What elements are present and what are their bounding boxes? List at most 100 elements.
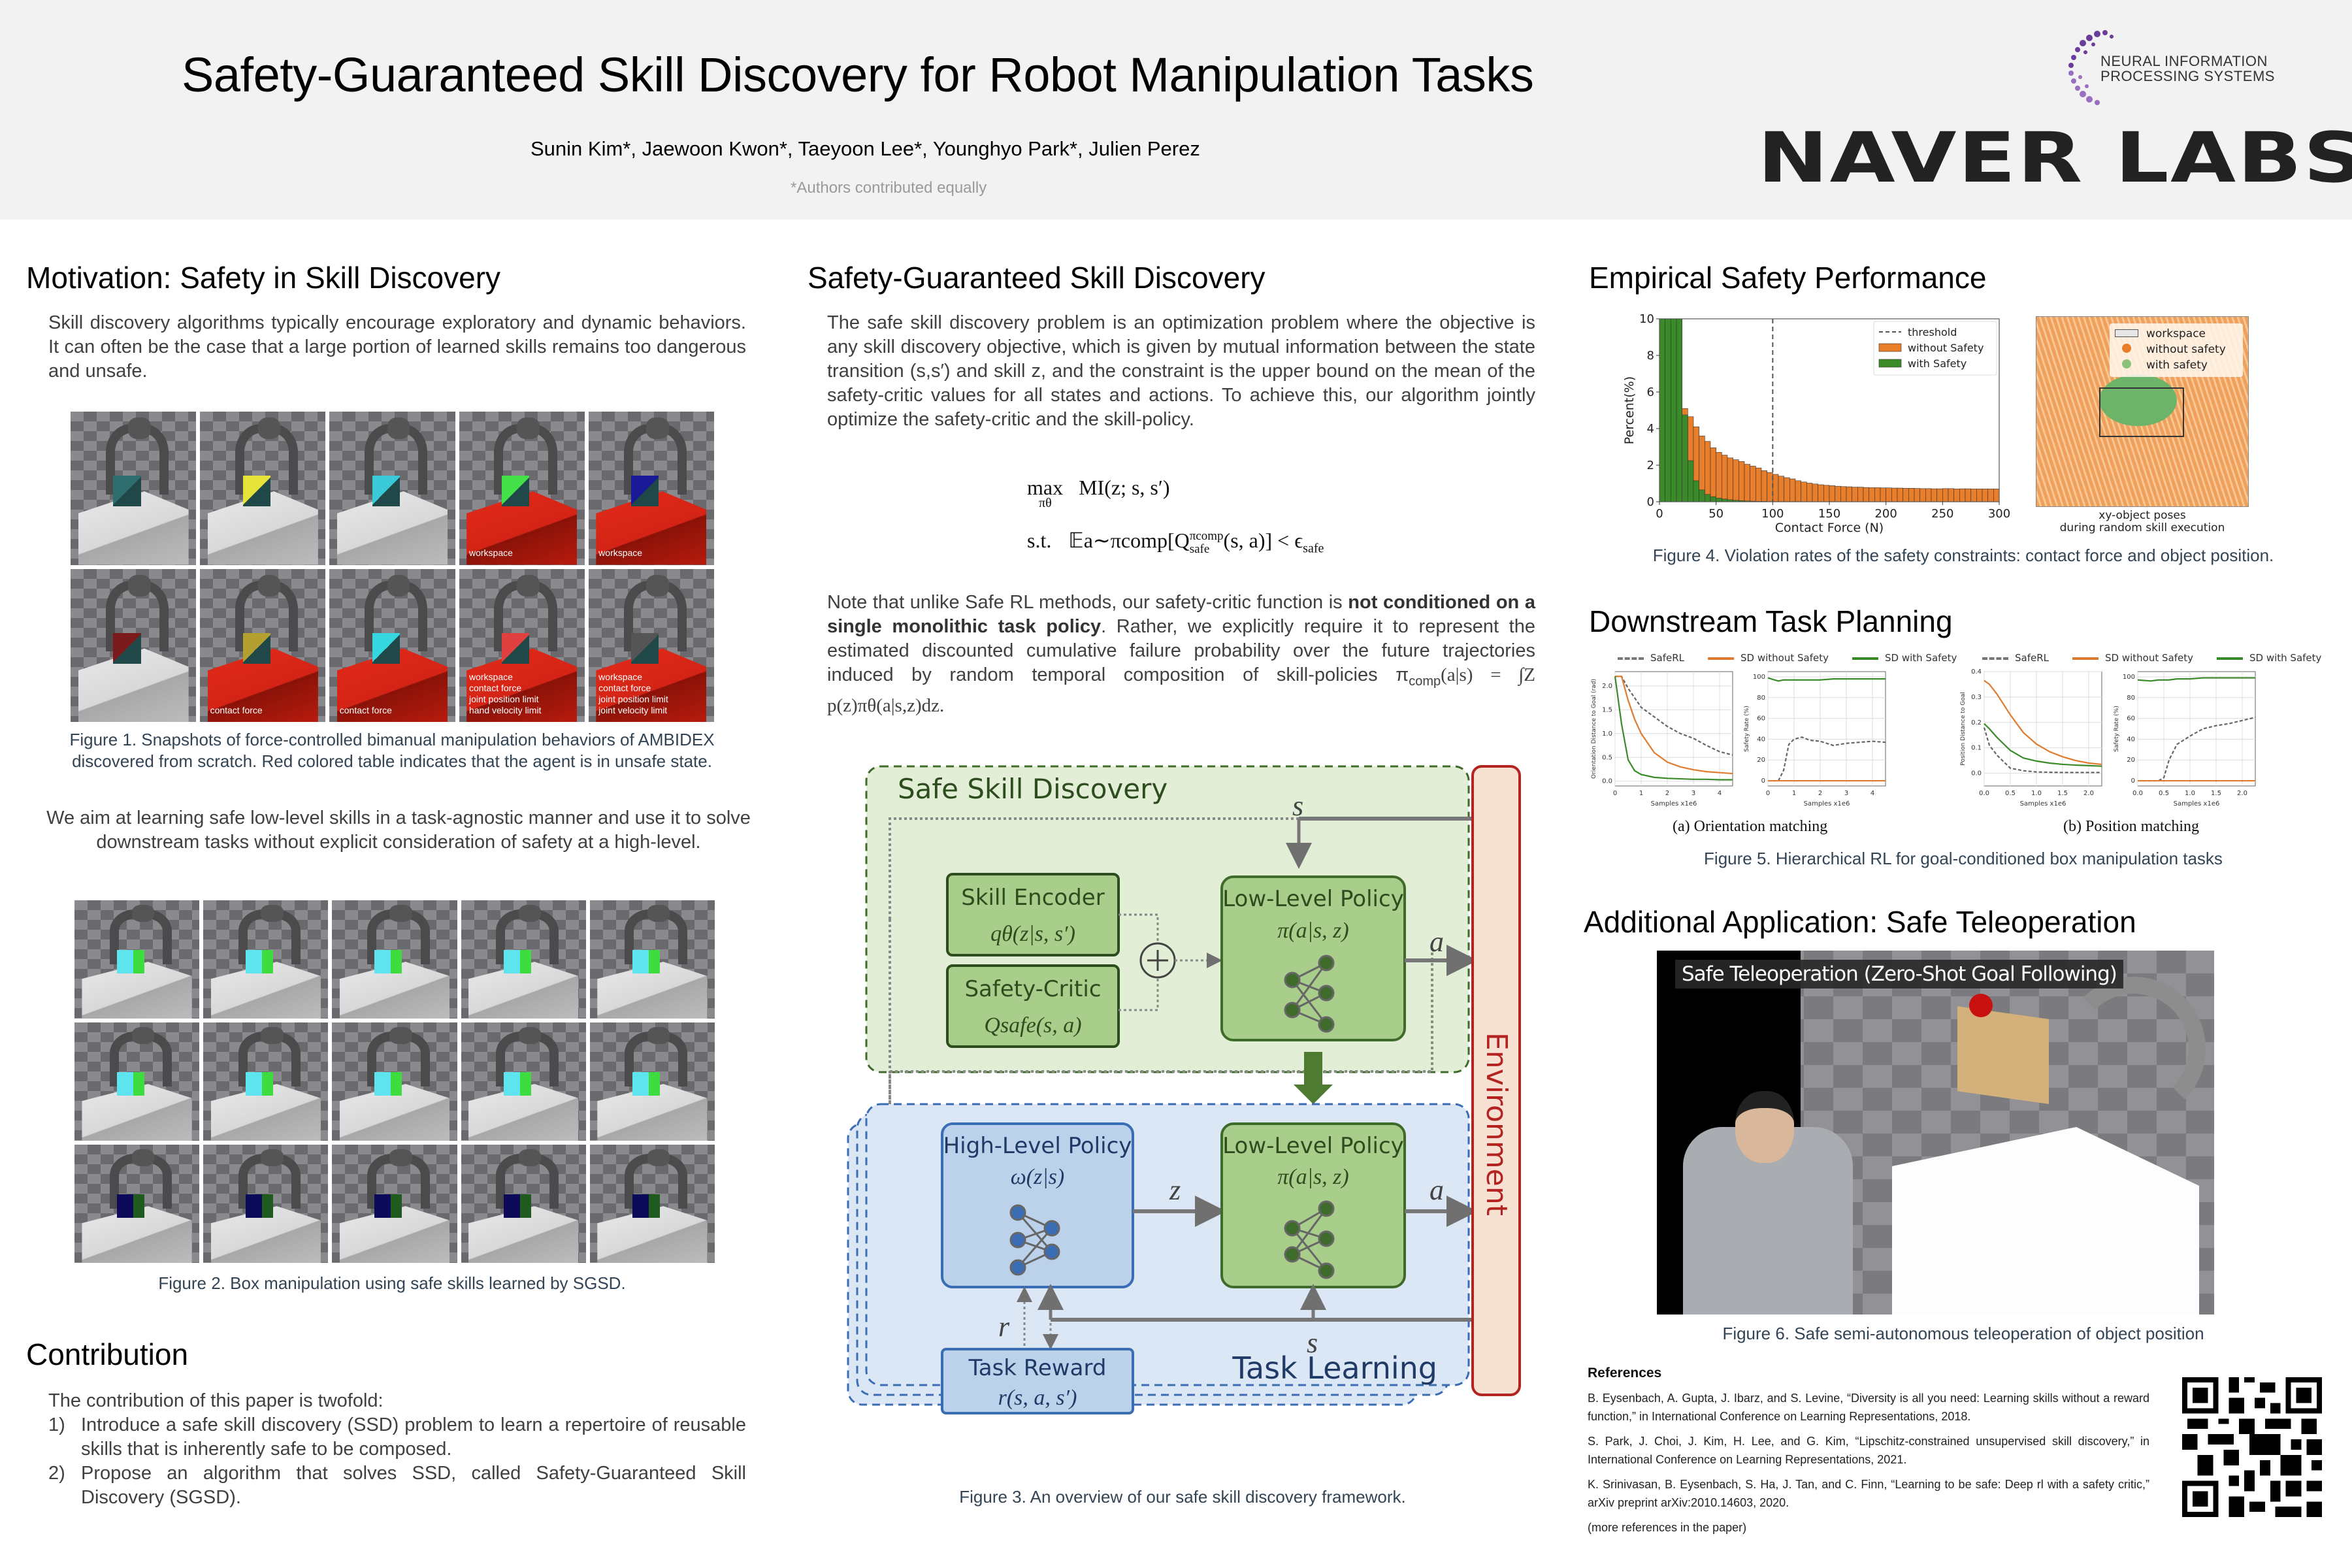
equal-contribution-note: *Authors contributed equally	[791, 179, 987, 197]
y-tick-label: 20	[1757, 757, 1765, 764]
bar-with-safety	[1722, 498, 1728, 502]
x-tick-label: 1.0	[2185, 790, 2195, 797]
box-object	[117, 950, 145, 974]
scatter-xlabel-line2: during random skill execution	[2059, 521, 2225, 534]
snapshot-tile	[71, 412, 197, 565]
bar-without-safety	[1722, 455, 1728, 502]
bar-without-safety	[1772, 474, 1779, 502]
box-object	[631, 476, 659, 507]
y-tick-label: 0	[1647, 495, 1654, 509]
reference-more-note: (more references in the paper)	[1588, 1521, 1747, 1534]
box-manipulation-tile	[74, 1022, 200, 1141]
bar-without-safety	[1925, 488, 1932, 502]
low-level-policy-eq-ssd: π(a|s, z)	[1277, 919, 1349, 943]
robot-arm-shape	[109, 1154, 172, 1209]
x-axis-label: Samples x1e6	[2174, 800, 2220, 808]
bar-without-safety	[1993, 489, 2000, 502]
snapshot-tile	[71, 568, 197, 722]
safety-critic-eq: Qsafe(s, a)	[984, 1013, 1081, 1037]
note-formula: (a|s) = ∫Z p(z)πθ(a|s,z)dz.	[827, 664, 1536, 716]
bar-without-safety	[1857, 487, 1864, 502]
bar-without-safety	[1852, 487, 1858, 502]
high-level-policy-label: High-Level Policy	[943, 1133, 1132, 1159]
bar-with-safety	[1688, 460, 1694, 502]
note-text-cont: . Rather, we explicitly require it to re…	[827, 616, 1535, 685]
y-tick-label: 0.4	[1971, 668, 1982, 676]
figure-1-caption: Figure 1. Snapshots of force-controlled …	[69, 730, 715, 771]
action-symbol-bottom: a	[1429, 1174, 1444, 1206]
box-object	[246, 1072, 274, 1096]
box-object	[501, 632, 530, 664]
x-tick-label: 1.5	[2211, 790, 2221, 797]
x-tick-label: 50	[1708, 507, 1723, 521]
neural-net-icon	[1009, 1204, 1060, 1276]
bar-with-safety	[1705, 494, 1711, 502]
bar-without-safety	[1795, 480, 1801, 502]
x-tick-label: 2	[1665, 790, 1669, 797]
box-manipulation-tile	[203, 1145, 329, 1263]
bar-without-safety	[1727, 457, 1733, 502]
bar-without-safety	[1716, 452, 1722, 502]
box-object	[631, 632, 659, 664]
eq-subject-to: s.t.	[1027, 529, 1052, 552]
bar-without-safety	[1739, 461, 1745, 502]
box-object	[372, 632, 400, 664]
bar-without-safety	[1914, 488, 1920, 502]
figure-6-teleoperation-image: Safe Teleoperation (Zero-Shot Goal Follo…	[1657, 951, 2214, 1315]
contribution-item: 2) Propose an algorithm that solves SSD,…	[48, 1462, 746, 1510]
qr-code-icon[interactable]	[2177, 1372, 2327, 1522]
x-tick-label: 2.0	[2237, 790, 2247, 797]
x-tick-label: 0.5	[2159, 790, 2169, 797]
robot-head-shape	[261, 905, 284, 922]
bar-without-safety	[1908, 487, 1915, 502]
x-tick-label: 1.5	[2057, 790, 2068, 797]
robot-arm-shape	[238, 1154, 301, 1209]
y-tick-label: 8	[1647, 349, 1654, 363]
contribution-item-number: 2)	[48, 1463, 65, 1484]
plot-frame	[1984, 671, 2102, 787]
downstream-heading: Downstream Task Planning	[1589, 604, 1953, 638]
box-manipulation-tile	[74, 900, 200, 1019]
bar-with-safety	[1671, 318, 1677, 502]
empirical-heading: Empirical Safety Performance	[1589, 261, 1987, 295]
bar-without-safety	[1869, 487, 1875, 502]
high-level-policy-eq: ω(z|s)	[1011, 1165, 1064, 1189]
legend-sd-with-safety: SD with Safety	[1885, 652, 1957, 664]
eq-q-subscript: safe	[1189, 542, 1210, 556]
task-reward-label: Task Reward	[968, 1355, 1107, 1381]
box-manipulation-tile	[203, 900, 329, 1019]
neurips-logo-text: NEURAL INFORMATION PROCESSING SYSTEMS	[2100, 54, 2275, 84]
series-sd-with-safety	[1984, 723, 2102, 767]
robot-head-shape	[389, 1027, 412, 1044]
bar-without-safety	[1784, 477, 1790, 502]
contribution-body: The contribution of this paper is twofol…	[48, 1389, 746, 1510]
x-tick-label: 0	[1613, 790, 1617, 797]
violation-label: contact force	[339, 704, 392, 715]
bar-with-safety	[1682, 414, 1688, 502]
bar-without-safety	[1789, 478, 1796, 502]
box-manipulation-tile	[203, 1022, 329, 1141]
bar-without-safety	[1705, 441, 1711, 502]
legend-label: threshold	[1908, 326, 1957, 338]
bar-without-safety	[1948, 488, 1954, 502]
snapshot-tile: workspace contact force joint position l…	[588, 568, 714, 722]
series-sd-with-safety	[2137, 677, 2255, 682]
box-object	[117, 1072, 145, 1096]
x-tick-label: 3	[1691, 790, 1695, 797]
environment-box	[1471, 765, 1521, 1396]
box-manipulation-tile	[332, 1022, 457, 1141]
box-object	[1957, 1006, 2049, 1104]
y-tick-label: 0	[2131, 777, 2135, 785]
bar-without-safety	[1710, 448, 1716, 502]
motivation-paragraph: Skill discovery algorithms typically enc…	[48, 312, 746, 382]
plot-frame	[1767, 671, 1886, 787]
motivation-heading: Motivation: Safety in Skill Discovery	[26, 261, 501, 295]
safety-critic-box	[946, 964, 1120, 1048]
robot-head-shape	[257, 417, 281, 440]
bar-without-safety	[1846, 486, 1852, 502]
bar-without-safety	[1959, 488, 1966, 502]
x-tick-label: 250	[1931, 507, 1953, 521]
bar-without-safety	[1970, 489, 1977, 502]
legend-box	[1873, 321, 1997, 376]
robot-head-shape	[517, 417, 540, 440]
